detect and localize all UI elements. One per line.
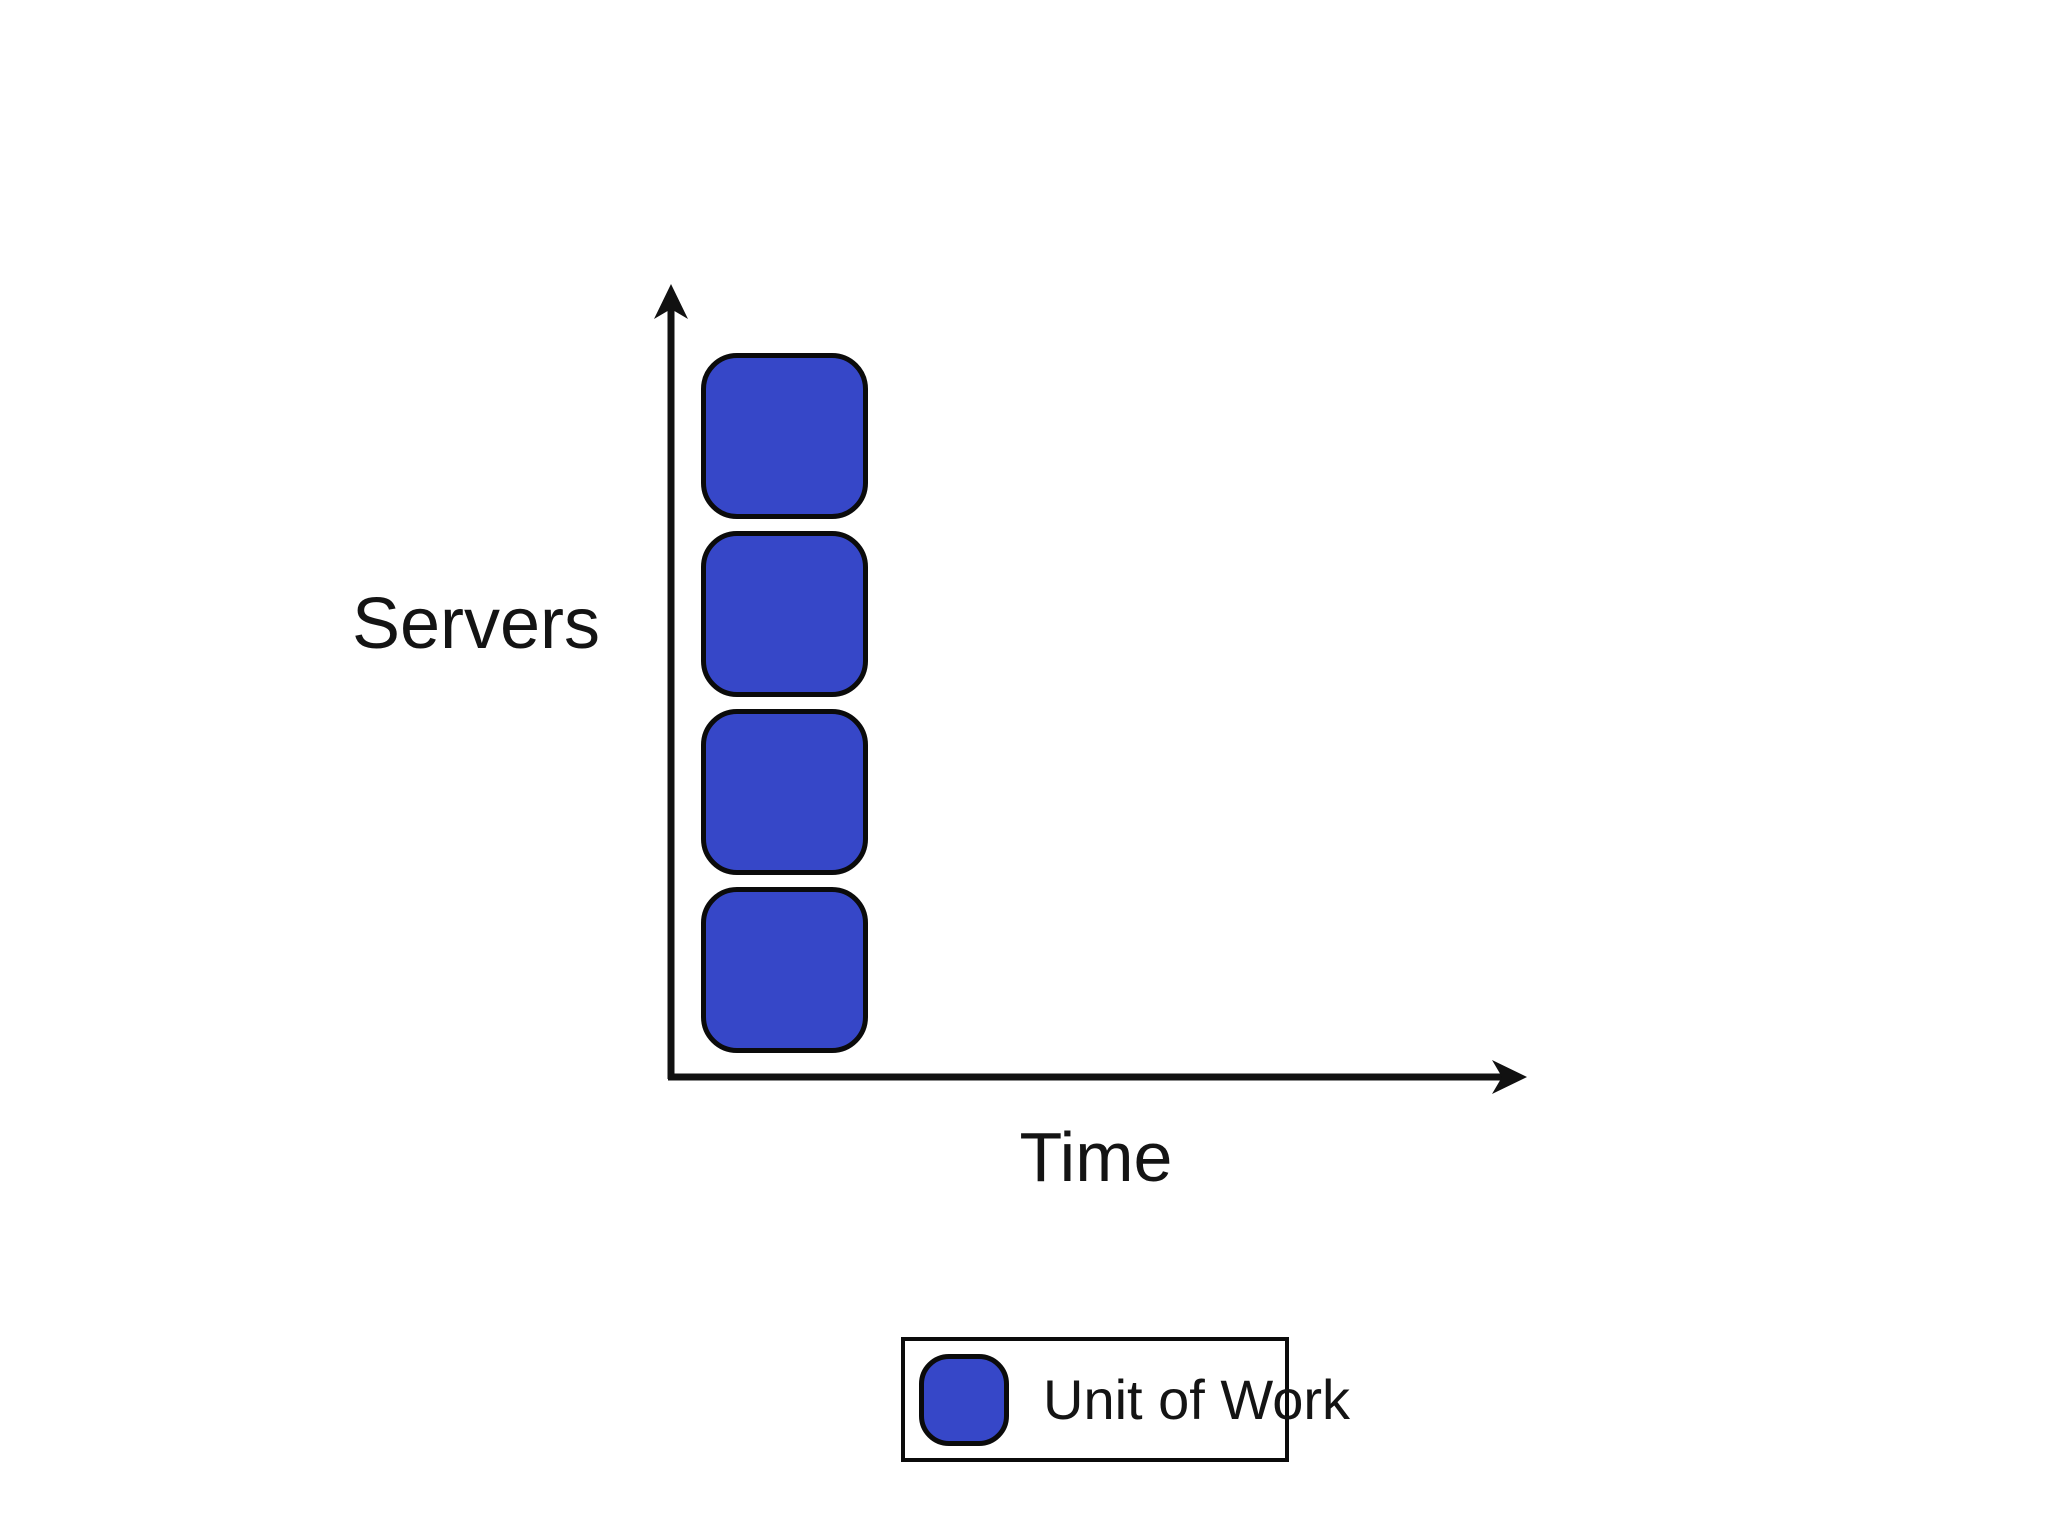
unit-stack	[701, 353, 868, 1053]
y-axis-arrowhead-icon	[654, 284, 688, 319]
legend: Unit of Work	[901, 1337, 1350, 1462]
y-axis-label: Servers	[351, 584, 601, 664]
x-axis-label: Time	[1019, 1118, 1173, 1196]
unit-of-work-swatch	[919, 1353, 1009, 1446]
unit-of-work-block-1	[701, 353, 868, 519]
unit-of-work-block-3	[701, 709, 868, 875]
x-axis-arrowhead-icon	[1492, 1060, 1527, 1094]
unit-of-work-block-2	[701, 531, 868, 697]
legend-label: Unit of Work	[1043, 1368, 1351, 1431]
unit-of-work-block-4	[701, 887, 868, 1053]
